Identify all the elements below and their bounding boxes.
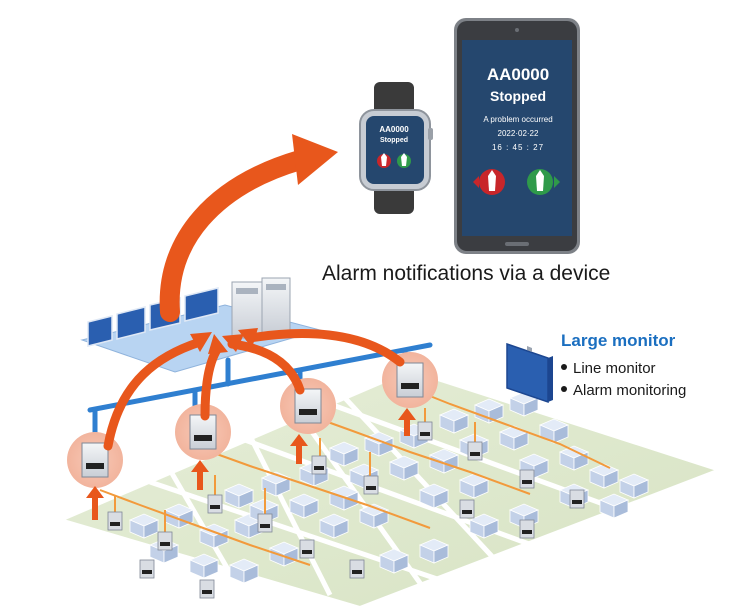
machine-block <box>558 445 590 471</box>
line-terminal <box>569 489 585 509</box>
machine-block <box>363 431 395 457</box>
line-terminal <box>107 511 123 531</box>
large-monitor-icon <box>506 342 553 404</box>
line-terminal <box>519 519 535 539</box>
watch-machine-id: AA0000 <box>379 125 409 134</box>
machine-block <box>438 408 470 434</box>
machine-block <box>223 483 255 509</box>
machine-block <box>388 455 420 481</box>
line-terminal <box>467 441 483 461</box>
signal-wiring <box>99 387 611 566</box>
machine-block <box>128 513 160 539</box>
gateway-unit-1 <box>67 432 123 488</box>
smartphone <box>454 18 580 254</box>
machine-block <box>328 441 360 467</box>
machine-block <box>260 471 292 497</box>
line-terminal <box>207 494 223 514</box>
machine-block <box>233 513 265 539</box>
machine-block <box>498 425 530 451</box>
line-terminals <box>107 421 585 599</box>
phone-machine-id: AA0000 <box>486 65 550 84</box>
line-terminal <box>257 513 273 533</box>
device-notification-caption: Alarm notifications via a device <box>322 262 611 285</box>
large-monitor-item-label: Line monitor <box>573 360 656 377</box>
machine-block <box>508 503 540 529</box>
line-terminal <box>417 421 433 441</box>
machine-block <box>228 558 260 584</box>
machine-block <box>378 548 410 574</box>
signal-up-arrows <box>86 408 416 520</box>
watch-status: Stopped <box>380 137 408 144</box>
large-monitor-item: Alarm monitoring <box>561 382 686 399</box>
machine-block <box>598 493 630 519</box>
machine-block <box>288 493 320 519</box>
gateway-unit-3 <box>280 378 336 434</box>
bullet-icon <box>561 364 567 371</box>
phone-status: Stopped <box>490 88 546 104</box>
machine-block <box>328 485 360 511</box>
line-terminal <box>199 579 215 599</box>
machine-block <box>468 513 500 539</box>
phone-message: A problem occurred <box>483 115 553 124</box>
machine-block <box>318 513 350 539</box>
machine-block <box>418 483 450 509</box>
gateway-unit-4 <box>382 352 438 408</box>
large-monitor-item-label: Alarm monitoring <box>573 382 687 399</box>
line-terminal <box>349 559 365 579</box>
line-terminal <box>363 475 379 495</box>
machine-block <box>188 553 220 579</box>
machine-block <box>588 463 620 489</box>
large-monitor-item: Line monitor <box>561 360 656 377</box>
large-monitor-title: Large monitor <box>561 331 676 350</box>
phone-time: 16 : 45 : 27 <box>491 143 545 152</box>
machine-block <box>458 473 490 499</box>
line-terminal <box>299 539 315 559</box>
notification-arrow <box>159 134 338 322</box>
line-terminal <box>139 559 155 579</box>
line-terminal <box>519 469 535 489</box>
phone-date: 2022·02·22 <box>497 129 539 138</box>
machine-block <box>198 523 230 549</box>
machine-block <box>618 473 650 499</box>
data-flow-arrowheads <box>190 328 258 354</box>
bullet-icon <box>561 386 567 393</box>
machine-block <box>358 503 390 529</box>
monitoring-station <box>80 277 322 373</box>
line-terminal <box>459 499 475 519</box>
smartwatch <box>359 82 433 214</box>
line-terminal <box>311 455 327 475</box>
machine-block <box>418 538 450 564</box>
line-terminal <box>157 531 173 551</box>
